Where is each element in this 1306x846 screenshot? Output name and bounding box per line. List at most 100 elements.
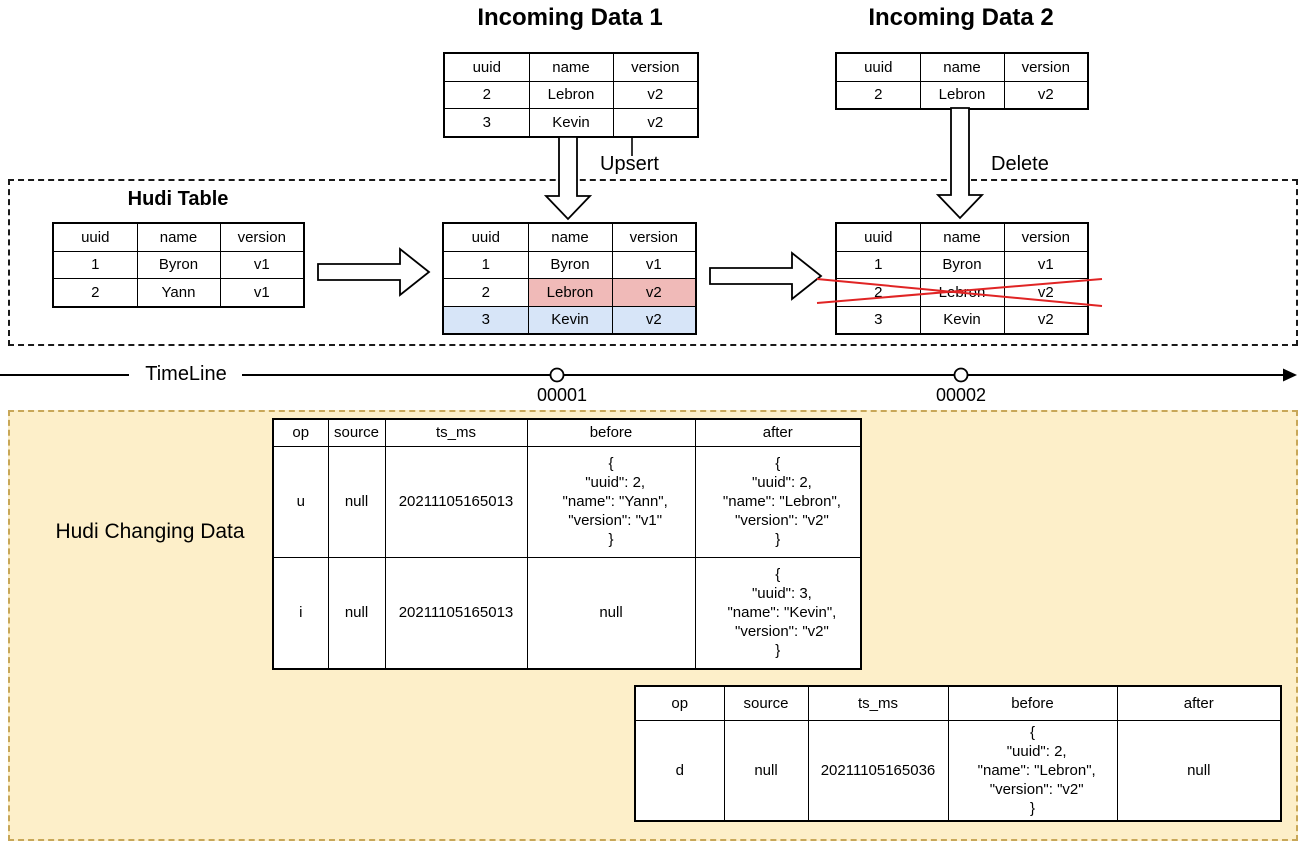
table-header-row: uuid name version	[835, 52, 1089, 82]
table-cell: 20211105165013	[384, 556, 528, 670]
cdc-row-delete: d null 20211105165036 { "uuid": 2, "name…	[634, 719, 1282, 822]
header-cell: after	[694, 418, 862, 447]
header-cell: name	[136, 222, 221, 252]
header-cell: uuid	[835, 52, 921, 82]
hudi-table-box	[8, 179, 1298, 346]
header-cell: name	[528, 52, 614, 82]
header-cell: before	[947, 685, 1118, 721]
after-null-cell: null	[1116, 719, 1282, 822]
updated-cell: Lebron	[527, 278, 613, 307]
commit-2-marker	[953, 367, 969, 383]
header-cell: uuid	[52, 222, 138, 252]
header-cell: source	[327, 418, 386, 447]
header-cell: source	[723, 685, 809, 721]
cdc-row-insert: i null 20211105165013 null { "uuid": 3, …	[272, 556, 862, 670]
table-cell: v2	[612, 108, 699, 137]
table-cell: Byron	[527, 250, 613, 279]
inserted-cell: Kevin	[527, 305, 613, 335]
table-cell: v2	[1003, 80, 1089, 110]
table-cell: 2	[835, 80, 921, 110]
incoming-data-2-title: Incoming Data 2	[868, 4, 1054, 31]
header-cell: uuid	[443, 52, 530, 82]
table-cell: Lebron	[919, 278, 1005, 307]
header-cell: op	[634, 685, 725, 721]
inserted-cell: 3	[442, 305, 529, 335]
table-row: 2 Lebron v2	[443, 80, 699, 109]
table-cell: Kevin	[528, 108, 614, 137]
incoming-data-1-title: Incoming Data 1	[477, 4, 663, 31]
timeline-arrowhead	[1283, 368, 1297, 382]
table-cell: v2	[1003, 305, 1089, 335]
table-cell: v1	[219, 278, 305, 307]
header-cell: version	[612, 52, 699, 82]
table-cell: Byron	[136, 250, 221, 279]
table-header-row: op source ts_ms before after	[634, 685, 1282, 721]
table-cell: Yann	[136, 278, 221, 307]
table-row: 3 Kevin v2	[835, 305, 1089, 335]
table-header-row: uuid name version	[835, 222, 1089, 252]
table-cell: d	[634, 719, 725, 822]
header-cell: before	[526, 418, 696, 447]
hudi-upserted-table: uuid name version 1 Byron v1 2 Lebron v2…	[442, 222, 697, 335]
updated-row: 2 Lebron v2	[442, 278, 697, 307]
commit-1-label: 00001	[536, 385, 588, 405]
inserted-row: 3 Kevin v2	[442, 305, 697, 335]
header-cell: version	[219, 222, 305, 252]
header-cell: uuid	[442, 222, 529, 252]
table-header-row: uuid name version	[443, 52, 699, 82]
table-cell: 1	[442, 250, 529, 279]
header-cell: version	[1003, 222, 1089, 252]
table-cell: 3	[443, 108, 530, 137]
header-cell: op	[272, 418, 329, 447]
table-row: 1 Byron v1	[52, 250, 305, 279]
hudi-deleted-table: uuid name version 1 Byron v1 2 Lebron v2…	[835, 222, 1089, 335]
table-header-row: op source ts_ms before after	[272, 418, 862, 447]
cdc-row-update: u null 20211105165013 { "uuid": 2, "name…	[272, 445, 862, 558]
header-cell: uuid	[835, 222, 921, 252]
table-cell: null	[723, 719, 809, 822]
deleted-row: 2 Lebron v2	[835, 278, 1089, 307]
table-cell: 20211105165036	[807, 719, 949, 822]
table-cell: v2	[1003, 278, 1089, 307]
cdc-table-commit2: op source ts_ms before after d null 2021…	[634, 685, 1282, 822]
header-cell: name	[919, 52, 1005, 82]
timeline-label: TimeLine	[145, 363, 227, 385]
before-json-cell: { "uuid": 2, "name": "Lebron", "version"…	[947, 719, 1118, 822]
header-cell: ts_ms	[384, 418, 528, 447]
table-row: 1 Byron v1	[835, 250, 1089, 279]
table-cell: 2	[52, 278, 138, 307]
table-cell: 2	[835, 278, 921, 307]
table-cell: Kevin	[919, 305, 1005, 335]
hudi-table-label: Hudi Table	[127, 188, 229, 210]
delete-label: Delete	[991, 153, 1049, 175]
table-row: 1 Byron v1	[442, 250, 697, 279]
after-json-cell: { "uuid": 3, "name": "Kevin", "version":…	[694, 556, 862, 670]
incoming-data-2-table: uuid name version 2 Lebron v2	[835, 52, 1089, 110]
header-cell: version	[1003, 52, 1089, 82]
commit-2-label: 00002	[935, 385, 987, 405]
table-cell: v2	[612, 80, 699, 109]
table-cell: Lebron	[528, 80, 614, 109]
table-cell: 3	[835, 305, 921, 335]
table-cell: null	[327, 445, 386, 558]
table-header-row: uuid name version	[52, 222, 305, 252]
table-cell: v1	[219, 250, 305, 279]
header-cell: name	[919, 222, 1005, 252]
header-cell: ts_ms	[807, 685, 949, 721]
table-cell: v1	[611, 250, 697, 279]
table-cell: v1	[1003, 250, 1089, 279]
commit-1-marker	[549, 367, 565, 383]
cdc-table-commit1: op source ts_ms before after u null 2021…	[272, 418, 862, 670]
header-cell: version	[611, 222, 697, 252]
table-row: 2 Lebron v2	[835, 80, 1089, 110]
table-cell: i	[272, 556, 329, 670]
table-cell: 2	[443, 80, 530, 109]
table-cell: u	[272, 445, 329, 558]
table-row: 2 Yann v1	[52, 278, 305, 307]
table-cell: 1	[52, 250, 138, 279]
table-cell: 2	[442, 278, 529, 307]
table-cell: null	[327, 556, 386, 670]
inserted-cell: v2	[611, 305, 697, 335]
upsert-label: Upsert	[600, 153, 659, 175]
